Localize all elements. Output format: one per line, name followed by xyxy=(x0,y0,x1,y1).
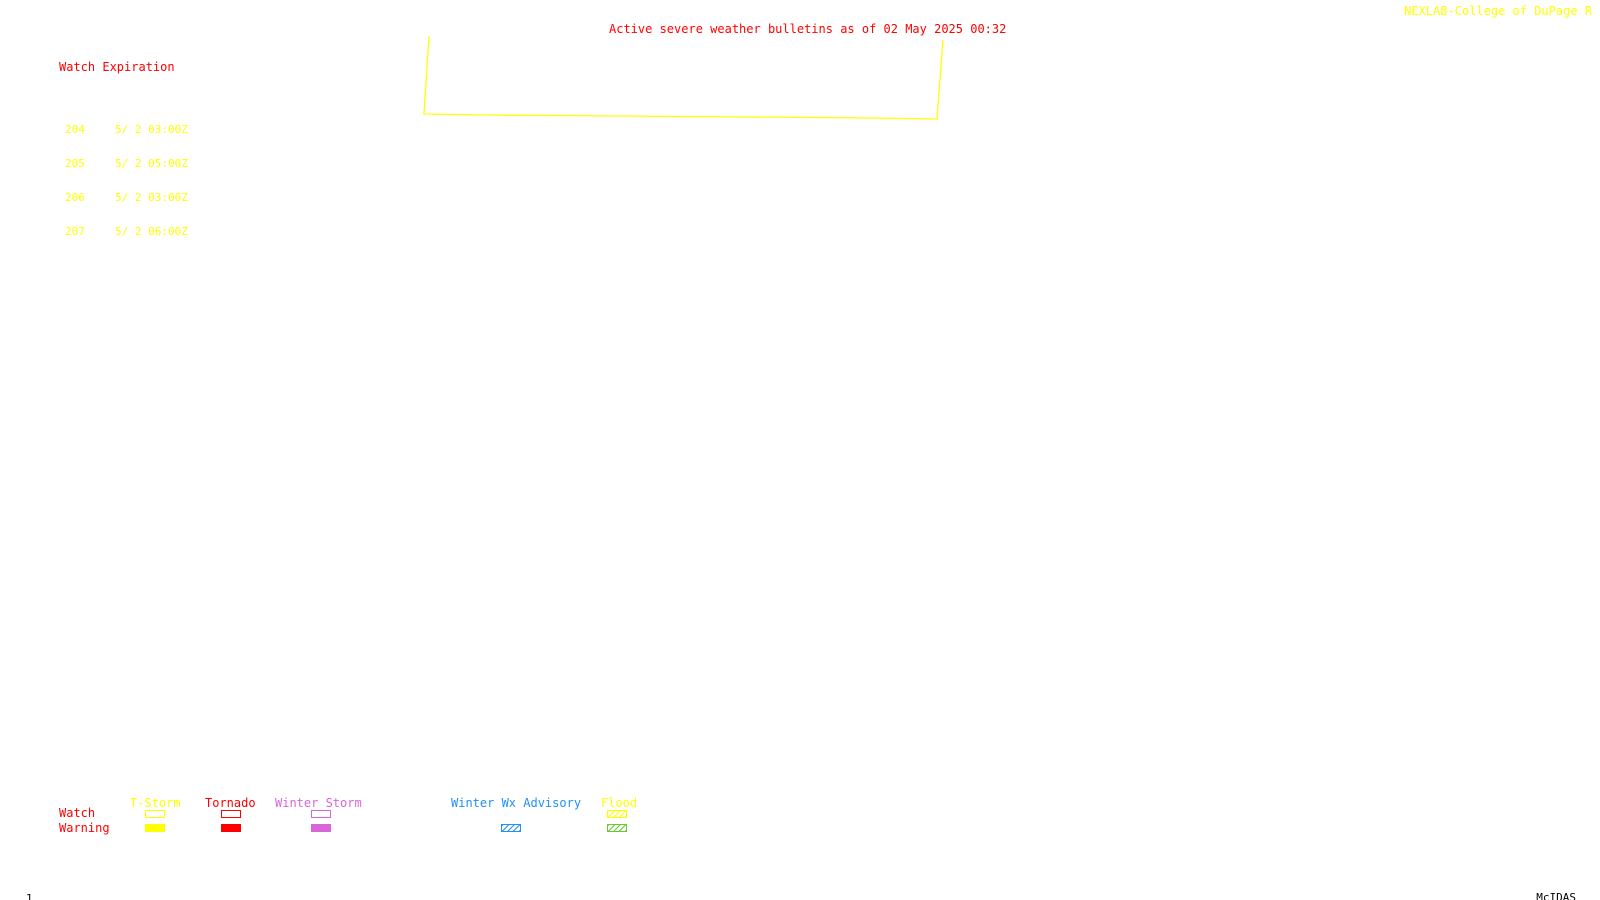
winter-storm-watch-swatch xyxy=(311,810,331,818)
watch-expiration-heading: Watch Expiration xyxy=(59,60,175,74)
winter-storm-warning-swatch xyxy=(311,824,331,832)
flood-watch-swatch xyxy=(607,810,627,818)
frame-number: 1 xyxy=(26,892,33,900)
watch-list: 204 5/ 2 03:00Z 205 5/ 2 05:00Z 206 5/ 2… xyxy=(59,101,188,261)
legend-winter-storm-label: Winter Storm xyxy=(275,796,362,810)
watch-row: 205 5/ 2 05:00Z xyxy=(59,157,188,170)
watch-expiry: 5/ 2 03:00Z xyxy=(115,191,188,204)
legend-flood-label: Flood xyxy=(601,796,638,810)
watch-expiry: 5/ 2 05:00Z xyxy=(115,157,188,170)
tstorm-warning-swatch xyxy=(145,824,165,832)
legend-tornado-label: Tornado xyxy=(205,796,256,810)
flood-warning-swatch xyxy=(607,824,627,832)
watch-expiry: 5/ 2 03:00Z xyxy=(115,123,188,136)
watch-number: 206 xyxy=(65,191,85,204)
legend-warning-label: Warning xyxy=(59,821,110,835)
watch-row: 206 5/ 2 03:00Z xyxy=(59,191,188,204)
software-label: McIDAS xyxy=(1536,891,1576,900)
legend-tstorm-label: T-Storm xyxy=(130,796,181,810)
page-title: Active severe weather bulletins as of 02… xyxy=(609,22,1007,36)
credit-label: NEXLAB-College of DuPage R xyxy=(1404,4,1592,18)
legend-watch-label: Watch xyxy=(59,806,96,820)
watch-expiry: 5/ 2 06:00Z xyxy=(115,225,188,238)
watch-row: 207 5/ 2 06:00Z xyxy=(59,225,188,238)
watch-number: 205 xyxy=(65,157,85,170)
legend-winter-wx-advisory-label: Winter Wx Advisory xyxy=(451,796,582,810)
watch-number: 207 xyxy=(65,225,85,238)
winter-wx-advisory-swatch xyxy=(501,824,521,832)
watch-expiration-panel: Watch Expiration 204 5/ 2 03:00Z 205 5/ … xyxy=(59,37,188,273)
tornado-warning-swatch xyxy=(221,824,241,832)
watch-row: 204 5/ 2 03:00Z xyxy=(59,123,188,136)
tstorm-watch-swatch xyxy=(145,810,165,818)
watch-number: 204 xyxy=(65,123,85,136)
tornado-watch-swatch xyxy=(221,810,241,818)
